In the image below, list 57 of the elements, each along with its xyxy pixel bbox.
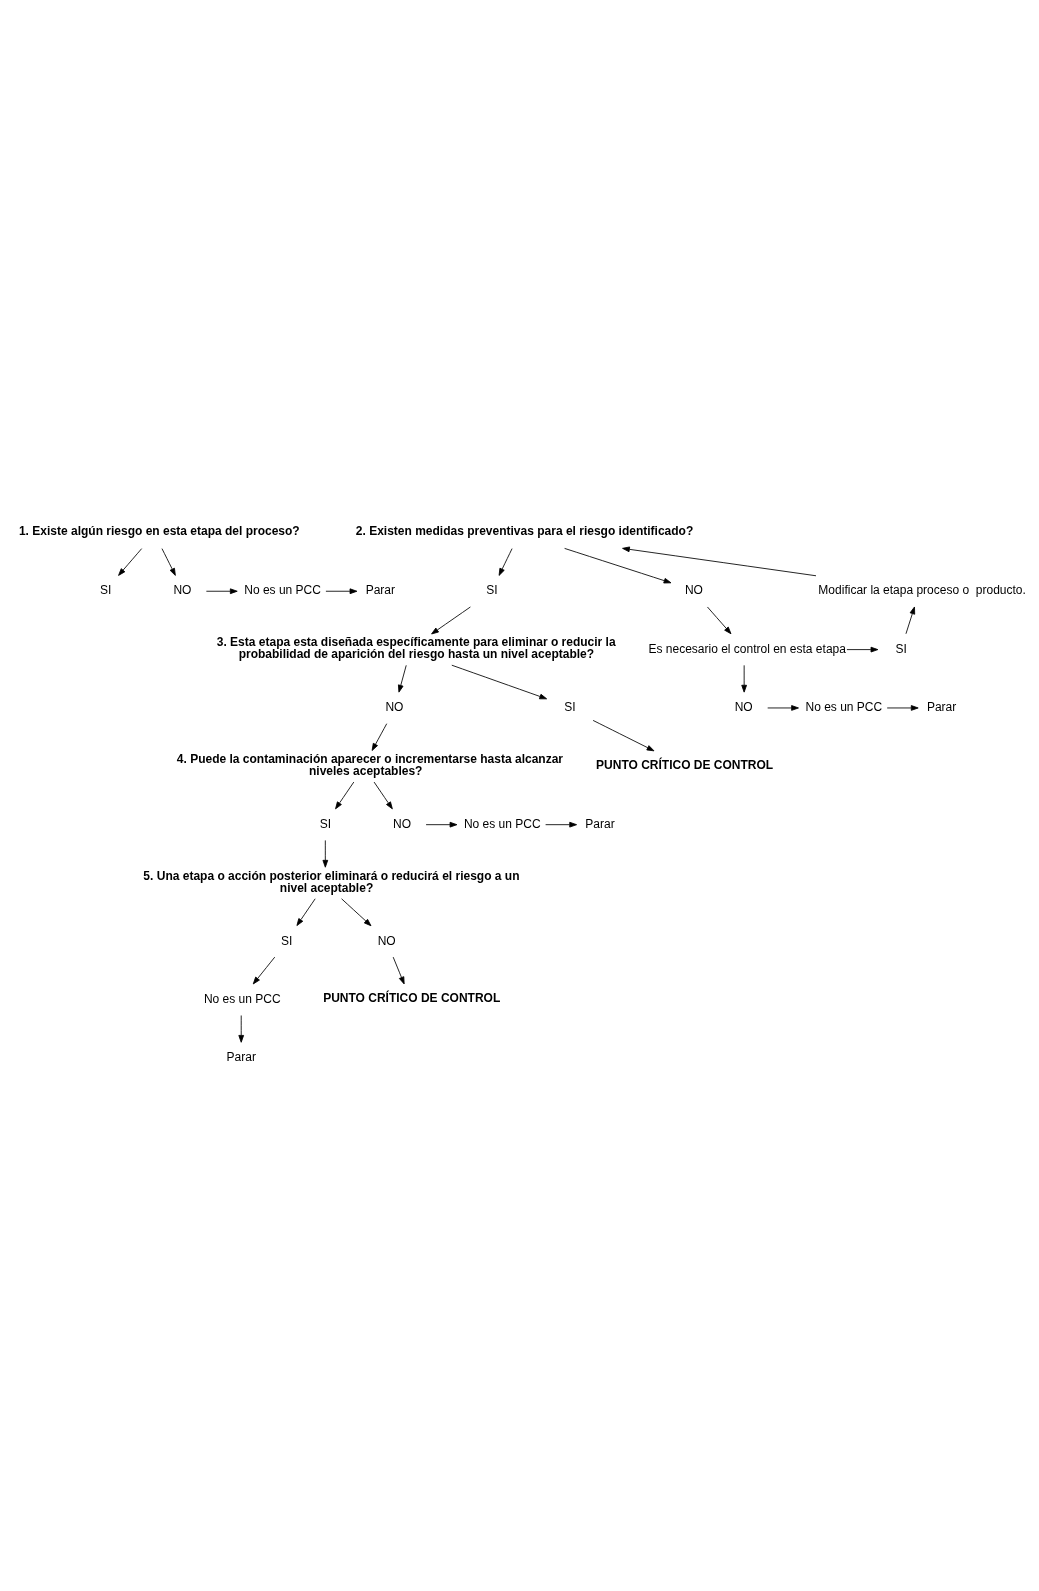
arrow — [498, 548, 513, 576]
arrow — [341, 898, 372, 927]
node-text: Es necesario el control en esta etapa — [648, 641, 846, 656]
node-text: NO — [734, 700, 753, 715]
arrow — [373, 781, 393, 810]
node-text: NO — [393, 816, 412, 831]
arrow — [886, 705, 919, 711]
arrow — [325, 588, 358, 595]
arrow — [905, 606, 916, 635]
node-text: SI — [895, 641, 907, 656]
arrow — [767, 705, 799, 711]
node-text: 4. Puede la contaminación aparecer o incrementarse hasta alcanzar niveles aceptables? — [176, 752, 564, 779]
node-text: No es un PCC — [805, 700, 883, 715]
arrow — [118, 548, 143, 576]
node-text: Parar — [926, 700, 957, 715]
node-text: Parar — [226, 1050, 256, 1065]
node-text: NO — [377, 933, 396, 948]
arrow — [622, 546, 817, 577]
arrow — [205, 588, 238, 595]
node-text: No es un PCC — [203, 991, 281, 1006]
node-text: 1. Existe algún riesgo en esta etapa del proceso? — [18, 524, 300, 539]
arrow — [425, 821, 458, 828]
arrow — [564, 547, 672, 584]
node-text: 5. Una etapa o acción posterior eliminará o reducirá el riesgo a un nivel aceptable? — [143, 868, 520, 895]
arrow — [252, 956, 276, 985]
node-text: NO — [684, 583, 703, 598]
node-text: SI — [319, 816, 332, 831]
arrow — [398, 664, 407, 693]
arrow — [741, 664, 747, 693]
node-text: Parar — [585, 816, 615, 831]
arrow — [545, 821, 578, 828]
arrow — [592, 720, 655, 752]
node-text: Parar — [365, 583, 396, 598]
node-text: SI — [486, 583, 498, 598]
node-text: PUNTO CRÍTICO DE CONTROL — [323, 991, 501, 1006]
arrow — [707, 606, 732, 635]
node-text: Modificar la etapa proceso o producto. — [818, 583, 1026, 598]
node-text: 2. Existen medidas preventivas para el riesgo identificado? — [355, 524, 694, 539]
arrow — [451, 664, 548, 700]
arrow — [322, 840, 329, 868]
node-text: SI — [564, 700, 576, 715]
arrow — [161, 548, 176, 576]
node-text: SI — [100, 583, 112, 598]
arrow — [371, 723, 388, 751]
arrow — [238, 1015, 245, 1043]
node-text: NO — [173, 583, 192, 598]
node-text: 3. Esta etapa esta diseñada específicamente para eliminar o reducir la probabilidad de aparición del riesgo hasta un nivel aceptable? — [216, 635, 616, 662]
node-text: No es un PCC — [244, 583, 321, 598]
node-text: PUNTO CRÍTICO DE CONTROL — [596, 757, 774, 772]
arrow — [846, 646, 879, 653]
arrow — [296, 898, 316, 926]
node-text: No es un PCC — [463, 816, 541, 831]
node-text: SI — [281, 933, 293, 948]
arrow — [431, 606, 471, 635]
node-text: NO — [385, 700, 404, 715]
arrow — [335, 781, 355, 810]
arrow — [392, 956, 405, 985]
